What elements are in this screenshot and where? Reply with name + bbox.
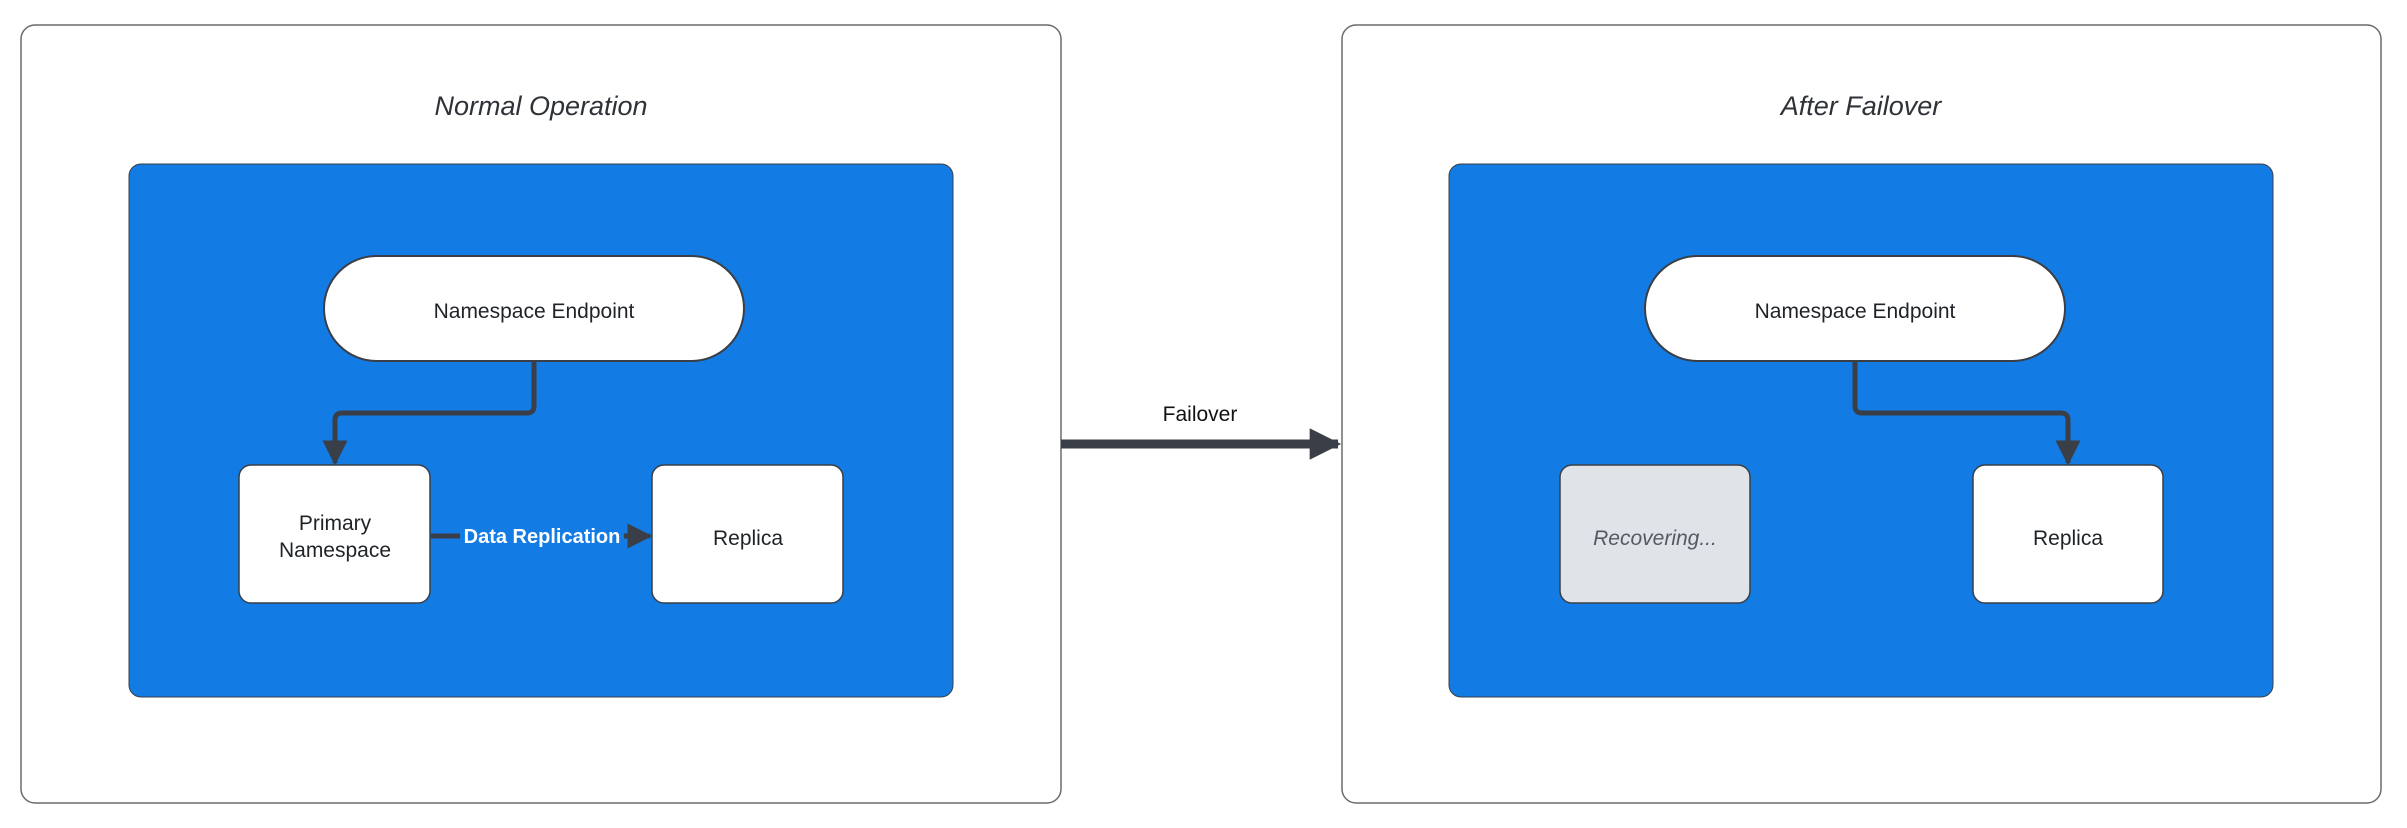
namespace-endpoint-label: Namespace Endpoint (1755, 300, 1956, 323)
replica-node[interactable] (1972, 464, 2164, 604)
recovering-label: Recovering... (1593, 527, 1717, 550)
data-replication-label: Data Replication (464, 526, 621, 548)
panel-after-failover: After Failover Namespace Endpoint Recove… (1341, 24, 2382, 804)
panel-title: After Failover (1779, 91, 1943, 121)
namespace-endpoint-node[interactable] (323, 255, 745, 362)
replica-label: Replica (713, 527, 783, 550)
primary-namespace-node[interactable] (238, 464, 431, 604)
failover-transition: Failover (1061, 403, 1342, 460)
replica-label: Replica (2033, 527, 2103, 550)
primary-namespace-label-line2: Namespace (279, 539, 391, 562)
panel-title: Normal Operation (434, 91, 647, 121)
primary-namespace-label-line1: Primary (299, 512, 372, 535)
endpoint-to-primary-edge (322, 361, 537, 466)
failover-label: Failover (1163, 403, 1238, 426)
recovering-node[interactable] (1559, 464, 1751, 604)
namespace-container (128, 163, 954, 698)
replica-node[interactable] (651, 464, 844, 604)
endpoint-to-replica-edge (1852, 361, 2081, 466)
namespace-container (1448, 163, 2274, 698)
namespace-endpoint-label: Namespace Endpoint (434, 300, 635, 323)
panel-normal-operation: Normal Operation Namespace Endpoint Prim… (20, 24, 1062, 804)
namespace-endpoint-node[interactable] (1644, 255, 2066, 362)
